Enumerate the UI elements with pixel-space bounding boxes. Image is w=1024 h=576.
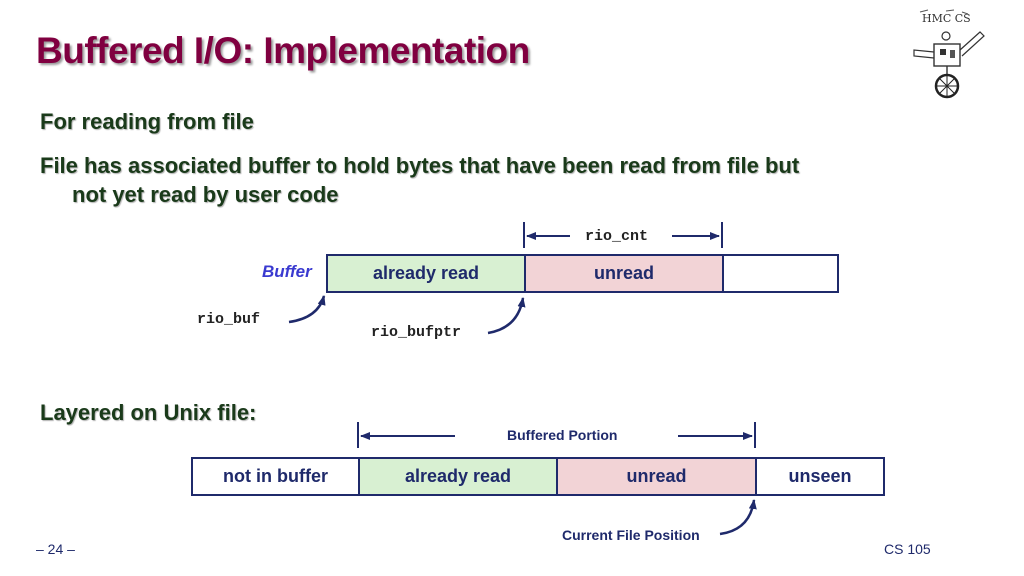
rio-buf-label: rio_buf	[197, 311, 261, 328]
logo-text: HMC CS	[922, 12, 971, 25]
slide-title: Buffered I/O: Implementation	[36, 30, 530, 71]
rio-bufptr-label: rio_bufptr	[371, 324, 462, 341]
rio-bufptr-arrow	[487, 297, 526, 335]
robot-logo-icon: HMC CS	[913, 9, 985, 99]
bullet-reading-from-file: For reading from file	[40, 109, 254, 134]
hmc-cs-logo: HMC CS	[906, 6, 990, 102]
file-unread-segment: unread	[556, 457, 757, 496]
bullet-layered-unix-file: Layered on Unix file:	[40, 400, 257, 425]
buffer-empty-segment	[722, 254, 839, 293]
bullet-associated-buffer-line2: not yet read by user code	[72, 182, 339, 207]
file-already-read-segment: already read	[358, 457, 558, 496]
bullet-associated-buffer-line1: File has associated buffer to hold bytes…	[40, 153, 800, 178]
file-not-in-buffer-segment: not in buffer	[191, 457, 360, 496]
current-file-position-label: Current File Position	[562, 527, 700, 543]
page-number: – 24 –	[36, 541, 75, 557]
rio-buf-arrow	[288, 295, 326, 324]
file-unseen-segment: unseen	[755, 457, 885, 496]
rio-cnt-label: rio_cnt	[585, 228, 649, 245]
current-position-arrow	[719, 499, 757, 536]
buffer-label: Buffer	[262, 262, 312, 281]
buffered-portion-label: Buffered Portion	[507, 427, 618, 443]
buffer-unread-segment: unread	[524, 254, 724, 293]
course-label: CS 105	[884, 541, 931, 557]
buffer-already-read-segment: already read	[326, 254, 526, 293]
